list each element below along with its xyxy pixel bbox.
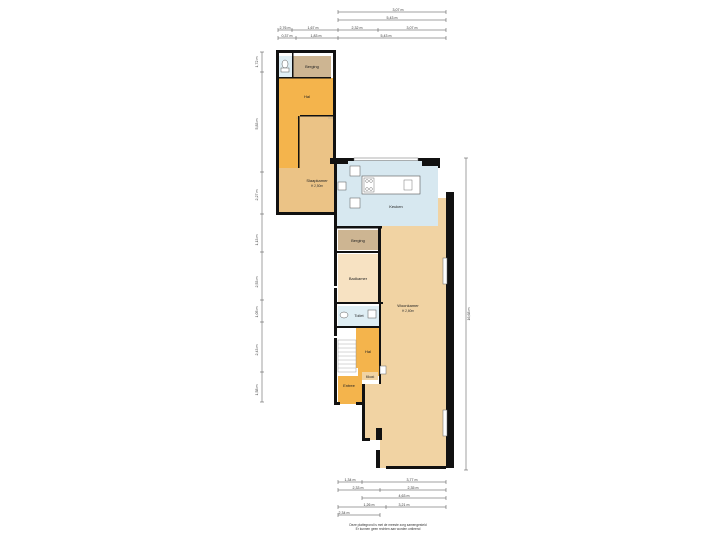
dim-bottom-row5: 2,34 m [339, 511, 350, 515]
room-hal-top [279, 78, 334, 168]
dim-bottom-row3: 4,63 m [399, 494, 410, 498]
label-keuken: Keuken [389, 204, 403, 209]
label-badkamer: Badkamer [349, 276, 368, 281]
chair-3 [337, 181, 347, 191]
label-woonkamer-sub: H 2,60m [402, 309, 414, 313]
dim-top-row1: 3,07 m [393, 8, 404, 12]
windows [353, 157, 448, 437]
stair-treads [296, 117, 356, 369]
room-meterkast [362, 372, 378, 380]
dim-left-1: 1,72 m [255, 57, 259, 68]
footer-line-2: Er kunnen geen rechten aan worden ontlee… [356, 527, 421, 531]
dim-top-row3-d: 3,07 m [407, 26, 418, 30]
room-slaapkamer [279, 116, 334, 213]
walls [276, 50, 454, 469]
chair-1 [349, 165, 361, 177]
dim-top-row3-b: 1,67 m [308, 26, 319, 30]
dim-top-row4-c: 5,43 m [381, 34, 392, 38]
label-toilet-mid: Toilet [354, 313, 364, 318]
kitchen-sink [403, 179, 413, 191]
label-slaapkamer-sub: H 2,50m [311, 184, 323, 188]
label-hal-top: Hal [304, 94, 310, 99]
dim-top-row2: 5,43 m [387, 16, 398, 20]
dim-left-3: 2,27 m [255, 190, 259, 201]
bottom-dimensions: 1,34 m 3,77 m 2,33 m 2,35 m 4,63 m 1,26 … [337, 478, 447, 517]
dim-left-6: 1,05 m [255, 307, 259, 318]
sink-mid [367, 309, 377, 319]
fixtures [280, 59, 377, 319]
label-entree: Entree [343, 383, 356, 388]
label-meterkast: Mkast [366, 375, 375, 379]
right-dimension: 16,68 m [464, 157, 471, 471]
dim-left-5: 2,53 m [255, 277, 259, 288]
dim-top-row4-a: 0,37 m [282, 34, 293, 38]
footer-line-1: Deze plattegrond is met de meeste zorg s… [349, 523, 426, 527]
room-badkamer [338, 254, 378, 302]
dim-left-2: 5,83 m [255, 119, 259, 130]
dim-right-total: 16,68 m [467, 308, 471, 321]
dim-top-row3-a: 2,76 m [280, 26, 291, 30]
toilet-bowl-top [281, 59, 289, 69]
dim-bottom-row2-b: 2,35 m [408, 486, 419, 490]
left-dimensions: 1,72 m 5,83 m 2,27 m 1,13 m 2,53 m 1,05 … [255, 51, 264, 403]
dim-bottom-row4-a: 1,26 m [364, 503, 375, 507]
footer-disclaimer: Deze plattegrond is met de meeste zorg s… [349, 523, 426, 531]
dim-bottom-row4-b: 3,21 m [399, 503, 410, 507]
label-woonkamer: Woonkamer [397, 303, 419, 308]
chair-2 [349, 197, 361, 209]
kitchen-hob [363, 177, 375, 193]
dim-left-8: 1,58 m [255, 385, 259, 396]
room-berging-top [293, 56, 331, 78]
dim-left-7: 2,43 m [255, 345, 259, 356]
label-berging-mid: Berging [351, 238, 365, 243]
dim-bottom-row1-a: 1,34 m [345, 478, 356, 482]
dim-top-row3-c: 2,32 m [352, 26, 363, 30]
label-berging-top: Berging [305, 64, 319, 69]
dim-left-4: 1,13 m [255, 235, 259, 246]
room-entree [338, 376, 362, 404]
dim-bottom-row1-b: 3,77 m [407, 478, 418, 482]
top-dimensions: 3,07 m 5,43 m 2,76 m 1,67 m 2,32 m 3,07 … [277, 8, 447, 40]
toilet-bowl-mid [339, 311, 349, 319]
room-labels: Berging Hal Slaapkamer H 2,50m Keuken Be… [304, 64, 419, 388]
label-hal-mid: Hal [365, 349, 371, 354]
dim-bottom-row2-a: 2,33 m [353, 486, 364, 490]
kitchen-furniture [337, 165, 421, 209]
label-slaapkamer: Slaapkamer [306, 178, 328, 183]
dim-top-row4-b: 1,83 m [311, 34, 322, 38]
room-berging-mid [338, 230, 378, 250]
room-woonkamer [362, 198, 446, 468]
